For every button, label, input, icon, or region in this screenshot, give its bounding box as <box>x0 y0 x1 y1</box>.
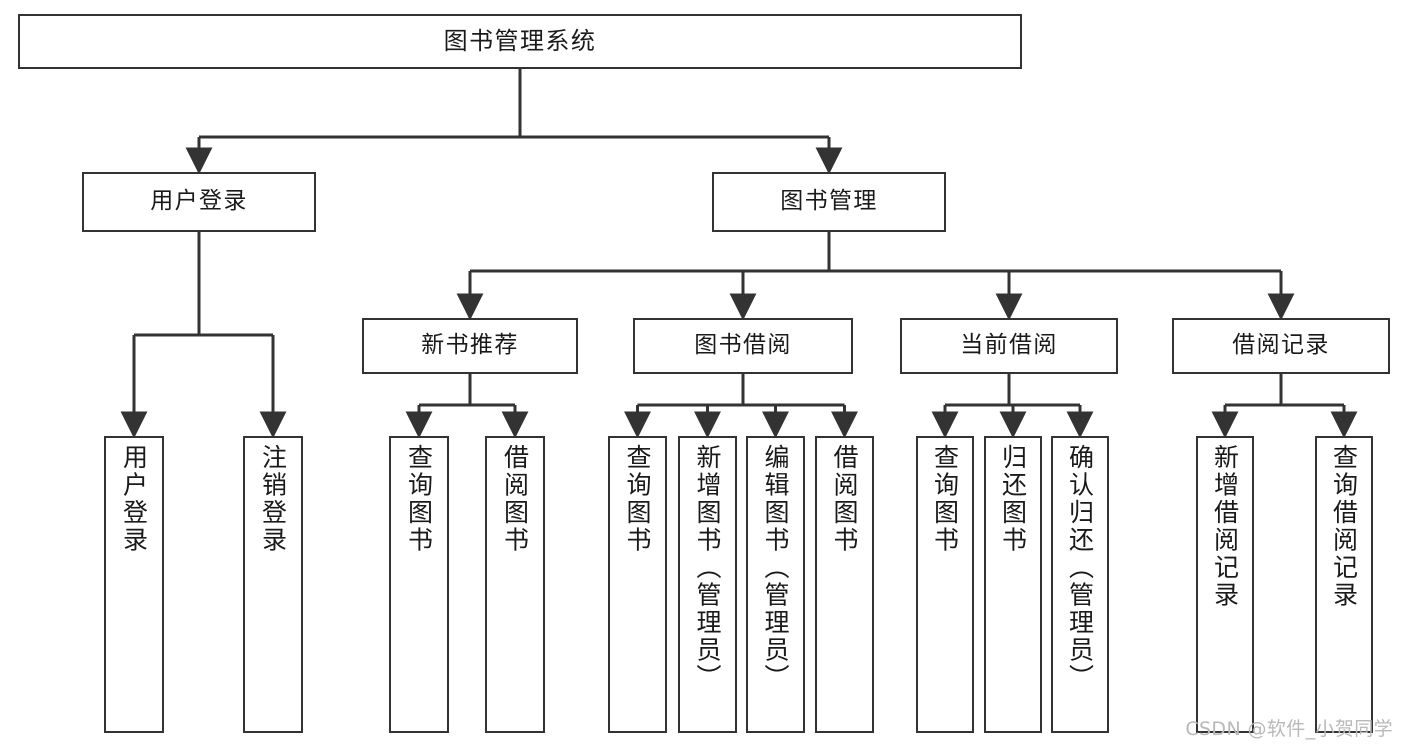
node-book-manage-label: 图书管理 <box>780 188 878 215</box>
node-leaf-add-book[interactable]: 新增图书（管理员） <box>678 436 737 733</box>
node-leaf-edit-book-label: 编辑图书（管理员） <box>761 444 790 692</box>
node-leaf-add-book-label: 新增图书（管理员） <box>693 444 722 692</box>
node-leaf-confirm-return[interactable]: 确认归还（管理员） <box>1051 436 1109 733</box>
node-borrow-record-label: 借阅记录 <box>1232 332 1330 359</box>
node-leaf-user-login-label: 用户登录 <box>119 444 149 554</box>
node-leaf-query-book-cur-label: 查询图书 <box>930 444 960 554</box>
node-root[interactable]: 图书管理系统 <box>18 14 1022 69</box>
node-user-login-label: 用户登录 <box>150 188 248 215</box>
node-leaf-user-logout[interactable]: 注销登录 <box>243 436 303 733</box>
node-leaf-borrow-book[interactable]: 借阅图书 <box>815 436 874 733</box>
node-leaf-query-book-borrow[interactable]: 查询图书 <box>608 436 667 733</box>
node-leaf-query-book-cur[interactable]: 查询图书 <box>916 436 974 733</box>
node-leaf-user-logout-label: 注销登录 <box>258 444 288 554</box>
node-leaf-query-book-rec-label: 查询图书 <box>404 444 434 554</box>
node-leaf-borrow-book-label: 借阅图书 <box>830 444 859 554</box>
node-new-book-rec[interactable]: 新书推荐 <box>362 318 578 374</box>
node-leaf-user-login[interactable]: 用户登录 <box>104 436 164 733</box>
node-leaf-confirm-return-label: 确认归还（管理员） <box>1065 444 1095 692</box>
node-leaf-edit-book[interactable]: 编辑图书（管理员） <box>746 436 805 733</box>
node-book-borrow[interactable]: 图书借阅 <box>633 318 853 374</box>
node-user-login[interactable]: 用户登录 <box>82 172 316 232</box>
watermark-text: CSDN @软件_小贺同学 <box>1185 718 1393 740</box>
node-leaf-borrow-book-rec-label: 借阅图书 <box>500 444 530 554</box>
node-leaf-query-book-borrow-label: 查询图书 <box>623 444 652 554</box>
node-leaf-borrow-book-rec[interactable]: 借阅图书 <box>485 436 545 733</box>
node-leaf-add-record-label: 新增借阅记录 <box>1210 444 1240 609</box>
node-leaf-query-record-label: 查询借阅记录 <box>1329 444 1359 609</box>
node-leaf-return-book[interactable]: 归还图书 <box>984 436 1042 733</box>
node-book-manage[interactable]: 图书管理 <box>712 172 946 232</box>
node-root-label: 图书管理系统 <box>443 27 597 56</box>
node-leaf-return-book-label: 归还图书 <box>998 444 1028 554</box>
node-leaf-add-record[interactable]: 新增借阅记录 <box>1196 436 1254 733</box>
node-leaf-query-book-rec[interactable]: 查询图书 <box>389 436 449 733</box>
node-current-borrow-label: 当前借阅 <box>960 332 1058 359</box>
node-new-book-rec-label: 新书推荐 <box>421 332 519 359</box>
node-leaf-query-record[interactable]: 查询借阅记录 <box>1315 436 1373 733</box>
node-book-borrow-label: 图书借阅 <box>694 332 792 359</box>
node-current-borrow[interactable]: 当前借阅 <box>900 318 1118 374</box>
node-borrow-record[interactable]: 借阅记录 <box>1172 318 1390 374</box>
